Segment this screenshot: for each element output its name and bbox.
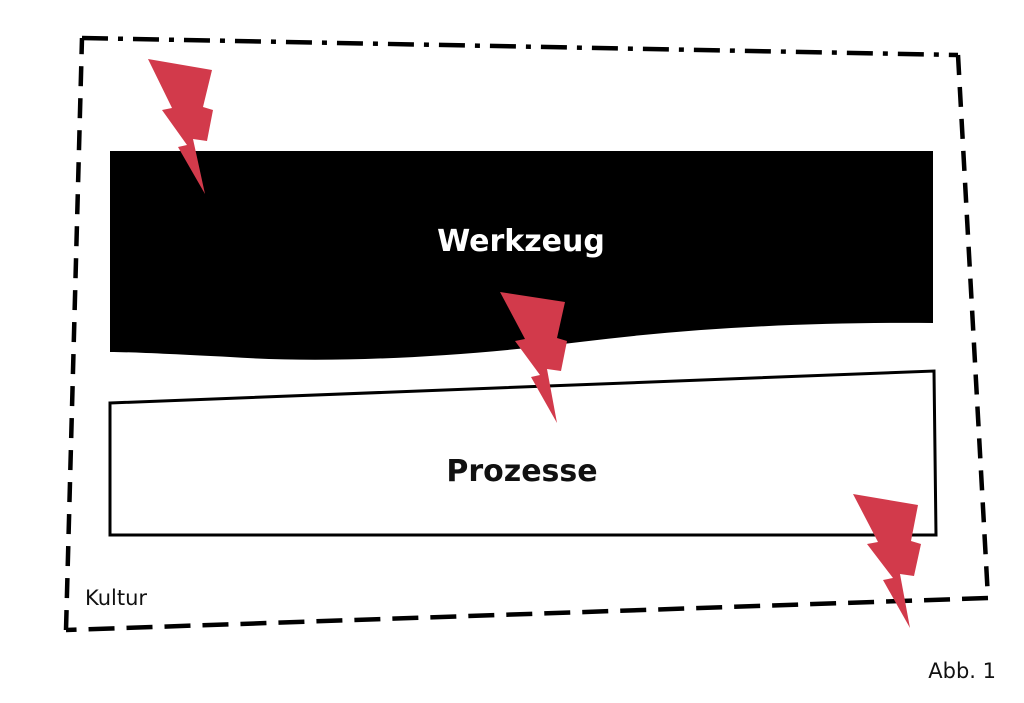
process-box-shape xyxy=(108,369,938,537)
tool-box-label: Werkzeug xyxy=(437,224,605,259)
lightning-bolt-icon xyxy=(148,59,213,194)
culture-label: Kultur xyxy=(85,586,147,610)
process-box-label: Prozesse xyxy=(446,454,597,489)
lightning-bolt-icon xyxy=(500,292,567,423)
culture-frame-top-edge xyxy=(81,35,959,58)
lightning-bolt-icon xyxy=(853,494,921,628)
process-box: Prozesse xyxy=(108,369,938,537)
figure-caption: Abb. 1 xyxy=(928,659,996,683)
culture-frame-bottom-edge xyxy=(65,595,989,633)
culture-frame xyxy=(63,35,991,633)
tool-box: Werkzeug xyxy=(110,151,933,360)
culture-frame-left-edge xyxy=(63,37,85,631)
tool-box-shape xyxy=(110,151,933,360)
culture-frame-right-edge xyxy=(955,54,991,599)
